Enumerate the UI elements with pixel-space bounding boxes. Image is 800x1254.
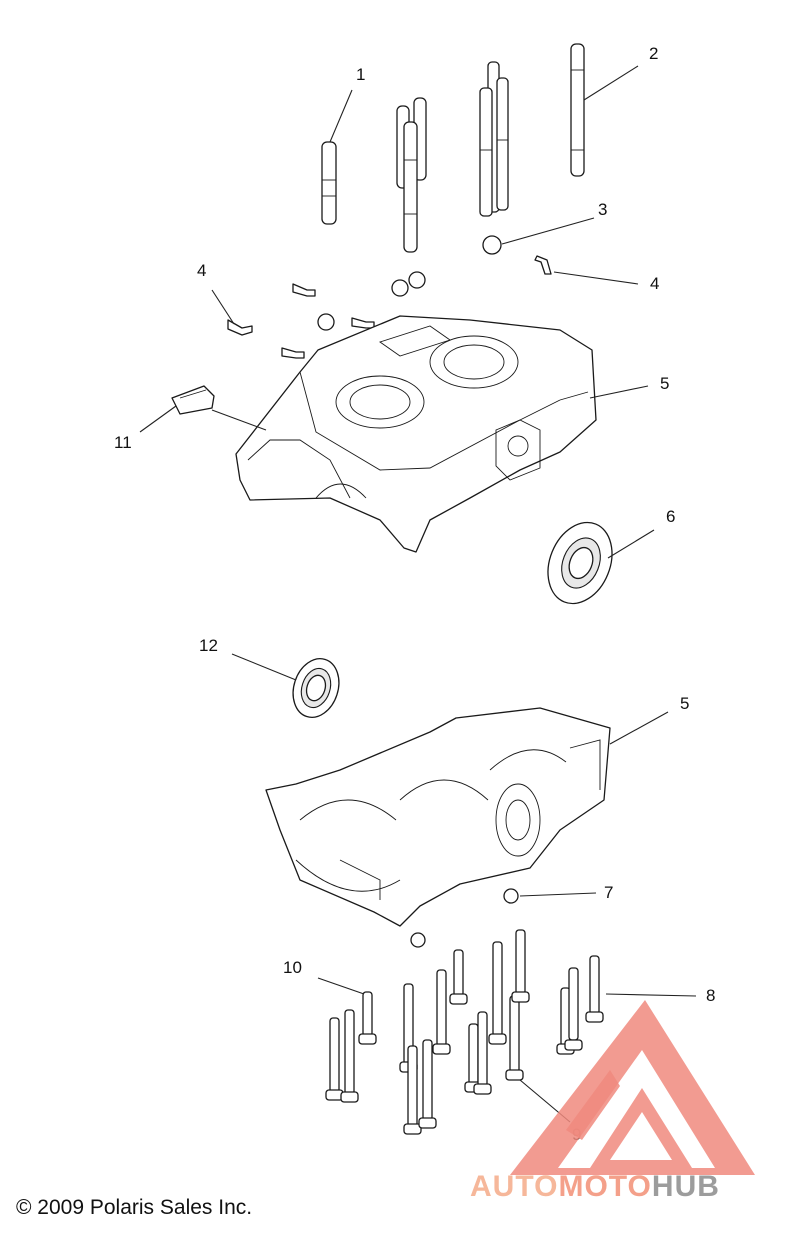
callout-7: 7 [604,883,613,902]
callout-11: 11 [114,433,132,452]
callout-3: 3 [598,200,607,219]
bolt-set [325,929,604,1135]
watermark-part-moto: MOTO [558,1170,652,1203]
seal-6 [547,521,613,605]
callout-2: 2 [649,44,658,63]
callout-6: 6 [666,507,675,526]
long-stud-2 [570,43,585,177]
stud-group-right [479,61,509,217]
callout-4-right: 4 [650,274,659,293]
watermark-part-auto: AUTO [470,1170,559,1203]
callout-8: 8 [706,986,715,1005]
watermark-wordmark: AUTOMOTOHUB [470,1170,800,1204]
leader-lines [139,65,697,1123]
callout-5-lower: 5 [680,694,689,713]
lower-crankcase [265,707,611,927]
dowel-7 [410,888,519,948]
automotohub-watermark: AUTOMOTOHUB [470,990,800,1222]
breather-11 [171,385,215,415]
callout-5-upper: 5 [660,374,669,393]
callout-1: 1 [356,65,365,84]
callout-12: 12 [199,636,218,655]
dowel-pins-3 [317,235,502,331]
callout-4-left: 4 [197,261,206,280]
triangle-logo-icon [510,1000,755,1175]
watermark-part-hub: HUB [651,1170,720,1203]
seal-12 [292,658,340,718]
callout-10: 10 [283,958,302,977]
upper-crankcase [235,315,597,553]
copyright-notice: © 2009 Polaris Sales Inc. [16,1196,253,1219]
stud-group-1 [321,97,427,253]
